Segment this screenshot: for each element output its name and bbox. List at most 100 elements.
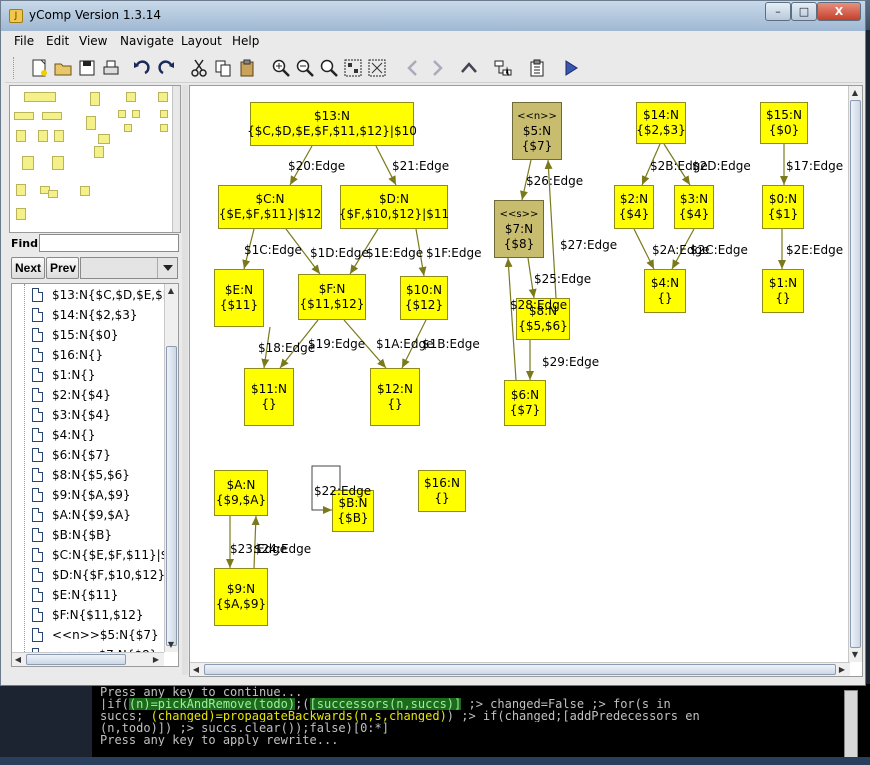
tree-item[interactable]: $C:N{$E,$F,$11}|$12 bbox=[12, 545, 164, 565]
scroll-thumb[interactable] bbox=[850, 100, 861, 648]
graph-node[interactable]: $3:N{$4} bbox=[674, 185, 714, 229]
graph-edge[interactable] bbox=[349, 228, 379, 275]
find-combo[interactable] bbox=[80, 257, 178, 279]
scroll-thumb[interactable] bbox=[26, 654, 126, 665]
undo-icon[interactable] bbox=[129, 56, 153, 80]
pane-splitter[interactable] bbox=[182, 85, 188, 675]
tree-item[interactable]: $D:N{$F,$10,$12}|$11 bbox=[12, 565, 164, 585]
scroll-left-icon[interactable]: ◀ bbox=[14, 655, 22, 664]
graph-node[interactable]: $16:N{} bbox=[418, 470, 466, 512]
forward-icon[interactable] bbox=[425, 56, 449, 80]
prev-button[interactable]: Prev bbox=[46, 257, 79, 279]
graph-node[interactable]: $9:N{$A,$9} bbox=[214, 568, 268, 626]
graph-node[interactable]: $F:N{$11,$12} bbox=[298, 274, 366, 320]
copy-icon[interactable] bbox=[211, 56, 235, 80]
graph-edge[interactable] bbox=[289, 145, 313, 186]
terminal-console[interactable]: Press any key to continue... |if((n)=pic… bbox=[92, 684, 870, 765]
zoom-in-icon[interactable] bbox=[269, 56, 293, 80]
tree-item[interactable]: $F:N{$11,$12} bbox=[12, 605, 164, 625]
graph-edge[interactable] bbox=[544, 159, 557, 299]
node-tree[interactable]: $13:N{$C,$D,$E,$F,$11,$12}|$10$14:N{$2,$… bbox=[11, 283, 179, 667]
graph-edge[interactable] bbox=[285, 228, 321, 275]
graph-canvas[interactable]: $13:N{$C,$D,$E,$F,$11,$12}|$10 <<n>>$5:N{… bbox=[189, 85, 863, 677]
graph-node[interactable]: $E:N{$11} bbox=[214, 269, 264, 327]
save-icon[interactable] bbox=[75, 56, 99, 80]
tree-item[interactable]: $3:N{$4} bbox=[12, 405, 164, 425]
tree-horizontal-scrollbar[interactable]: ◀ ▶ bbox=[12, 652, 164, 666]
tree-item[interactable]: $2:N{$4} bbox=[12, 385, 164, 405]
tree-item[interactable]: $4:N{} bbox=[12, 425, 164, 445]
title-bar[interactable]: J yComp Version 1.3.14 – □ X bbox=[1, 1, 865, 31]
scroll-thumb[interactable] bbox=[166, 346, 177, 646]
tree-item[interactable]: $E:N{$11} bbox=[12, 585, 164, 605]
graph-edge[interactable] bbox=[251, 515, 260, 569]
tree-item[interactable]: $13:N{$C,$D,$E,$F,$11,$12}|$10 bbox=[12, 285, 164, 305]
scroll-up-icon[interactable]: ▲ bbox=[851, 88, 859, 97]
menu-navigate[interactable]: Navigate bbox=[120, 34, 174, 48]
zoom-fit-icon[interactable] bbox=[317, 56, 341, 80]
back-icon[interactable] bbox=[401, 56, 425, 80]
scroll-thumb[interactable] bbox=[204, 664, 836, 675]
chevron-down-icon[interactable] bbox=[157, 258, 177, 278]
graph-edge[interactable] bbox=[663, 143, 691, 186]
menu-edit[interactable]: Edit bbox=[46, 34, 70, 48]
redo-icon[interactable] bbox=[155, 56, 179, 80]
self-loop-edge[interactable] bbox=[311, 465, 341, 514]
graph-node[interactable]: $1:N{} bbox=[762, 269, 804, 313]
graph-node[interactable]: $A:N{$9,$A} bbox=[214, 470, 268, 516]
scroll-down-icon[interactable]: ▼ bbox=[167, 640, 175, 649]
paste-icon[interactable] bbox=[235, 56, 259, 80]
graph-node[interactable]: $2:N{$4} bbox=[614, 185, 654, 229]
menu-layout[interactable]: Layout bbox=[181, 34, 222, 48]
tree-item[interactable]: $A:N{$9,$A} bbox=[12, 505, 164, 525]
graph-edge[interactable] bbox=[520, 159, 532, 201]
scroll-up-icon[interactable]: ▲ bbox=[167, 286, 175, 295]
tree-item[interactable]: $9:N{$A,$9} bbox=[12, 485, 164, 505]
graph-edge[interactable] bbox=[242, 228, 255, 270]
overview-scrollbar[interactable] bbox=[172, 86, 180, 232]
graph-node[interactable]: $11:N{} bbox=[244, 368, 294, 426]
open-folder-icon[interactable] bbox=[51, 56, 75, 80]
tree-vertical-scrollbar[interactable]: ▲ ▼ bbox=[164, 284, 178, 652]
tree-item[interactable]: $1:N{} bbox=[12, 365, 164, 385]
graph-node[interactable]: $4:N{} bbox=[644, 269, 686, 313]
new-file-icon[interactable] bbox=[27, 56, 51, 80]
graph-node[interactable]: $C:N{$E,$F,$11}|$12 bbox=[218, 185, 322, 229]
graph-edge[interactable] bbox=[375, 145, 397, 186]
tree-item[interactable]: $6:N{$7} bbox=[12, 445, 164, 465]
zoom-out-icon[interactable] bbox=[293, 56, 317, 80]
graph-node[interactable]: $13:N{$C,$D,$E,$F,$11,$12}|$10 bbox=[247, 102, 417, 146]
scroll-right-icon[interactable]: ▶ bbox=[152, 655, 160, 664]
graph-edge[interactable] bbox=[671, 228, 695, 270]
layout-icon[interactable] bbox=[491, 56, 515, 80]
graph-horizontal-scrollbar[interactable]: ◀ ▶ bbox=[190, 662, 850, 676]
find-input[interactable] bbox=[39, 234, 179, 252]
graph-node[interactable]: $0:N{$1} bbox=[762, 185, 804, 229]
graph-edge[interactable] bbox=[343, 319, 387, 369]
graph-node[interactable]: $14:N{$2,$3} bbox=[636, 102, 686, 144]
graph-node[interactable]: <<n>>$5:N{$7} bbox=[512, 102, 562, 160]
menu-view[interactable]: View bbox=[79, 34, 108, 48]
fit-selection-icon[interactable] bbox=[365, 56, 389, 80]
graph-edge[interactable] bbox=[415, 228, 427, 277]
scroll-down-icon[interactable]: ▼ bbox=[851, 650, 859, 659]
graph-edge[interactable] bbox=[527, 257, 537, 299]
minimize-button[interactable]: – bbox=[765, 2, 791, 21]
scroll-right-icon[interactable]: ▶ bbox=[838, 665, 846, 674]
graph-node[interactable]: $12:N{} bbox=[370, 368, 420, 426]
next-button[interactable]: Next bbox=[11, 257, 45, 279]
graph-node[interactable]: $6:N{$7} bbox=[504, 380, 546, 426]
graph-node[interactable]: $B:N{$B} bbox=[332, 490, 374, 532]
print-icon[interactable] bbox=[99, 56, 123, 80]
graph-edge[interactable] bbox=[279, 319, 319, 369]
cut-icon[interactable] bbox=[187, 56, 211, 80]
menu-file[interactable]: File bbox=[14, 34, 35, 48]
tree-item[interactable]: $16:N{} bbox=[12, 345, 164, 365]
graph-edge[interactable] bbox=[401, 319, 427, 369]
graph-edge[interactable] bbox=[504, 257, 517, 381]
tree-item[interactable]: <<n>>$5:N{$7} bbox=[12, 625, 164, 645]
close-button[interactable]: X bbox=[817, 2, 861, 21]
graph-edge[interactable] bbox=[261, 326, 271, 369]
graph-edge[interactable] bbox=[641, 143, 661, 186]
fit-graph-icon[interactable] bbox=[341, 56, 365, 80]
